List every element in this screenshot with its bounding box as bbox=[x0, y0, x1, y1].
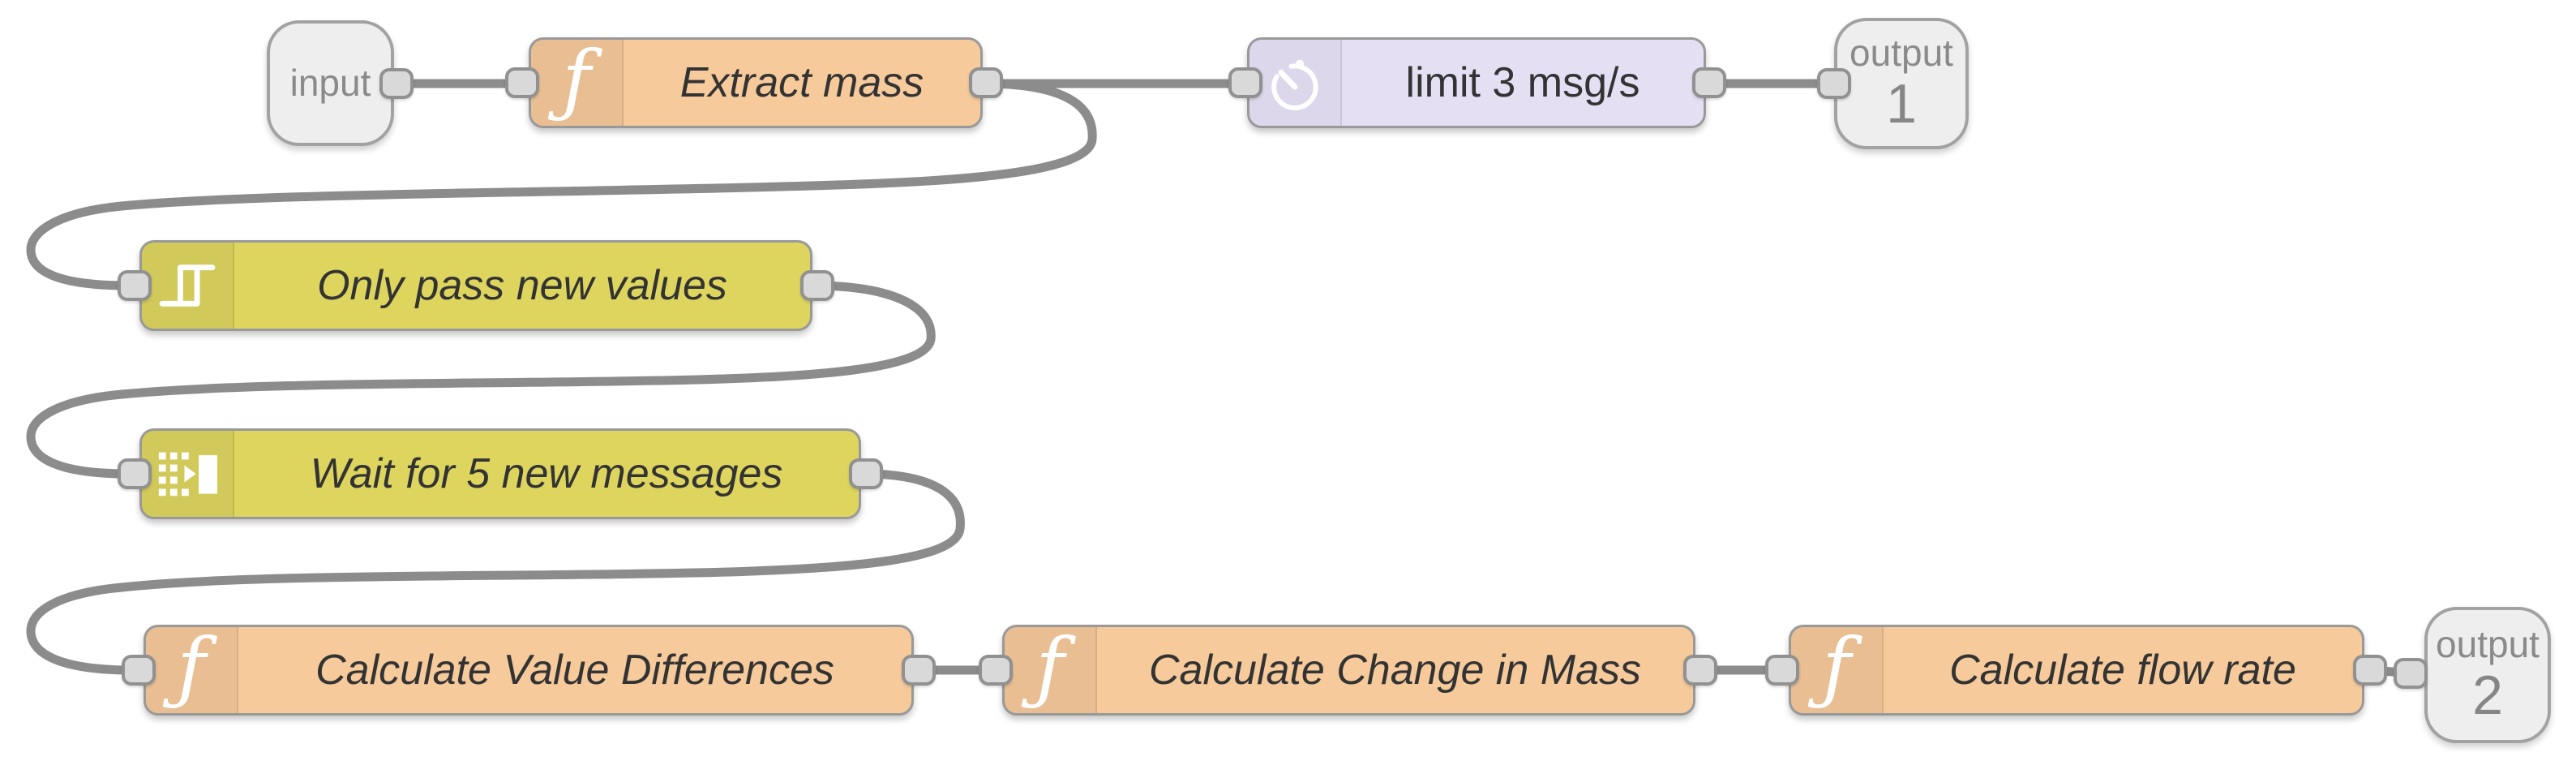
input-port-wait-5[interactable] bbox=[118, 458, 152, 489]
wire-extract-mass-to-only-pass[interactable] bbox=[26, 79, 1097, 290]
node-calc-change-in-mass[interactable]: ƒ Calculate Change in Mass bbox=[1002, 625, 1695, 716]
subflow-output-2-number: 2 bbox=[2472, 664, 2503, 726]
wire-only-pass-to-wait[interactable] bbox=[26, 281, 936, 479]
function-icon: ƒ bbox=[1005, 627, 1097, 713]
subflow-output-1-label: output bbox=[1849, 32, 1953, 75]
node-subflow-input[interactable]: input bbox=[267, 20, 394, 146]
output-port-only-pass[interactable] bbox=[800, 270, 834, 301]
input-port-output-2[interactable] bbox=[2394, 658, 2428, 689]
function-icon: ƒ bbox=[1791, 627, 1884, 713]
node-only-pass-new-values[interactable]: Only pass new values bbox=[139, 240, 812, 331]
subflow-output-1-number: 1 bbox=[1886, 72, 1917, 135]
node-subflow-output-2[interactable]: output 2 bbox=[2424, 607, 2551, 743]
output-port-extract-mass[interactable] bbox=[969, 67, 1003, 98]
input-port-output-1[interactable] bbox=[1817, 68, 1851, 99]
node-label-calc-flow-rate: Calculate flow rate bbox=[1949, 647, 2296, 694]
batch-icon bbox=[142, 431, 234, 517]
output-port-limit-rate[interactable] bbox=[1692, 67, 1726, 98]
output-port-subflow-input[interactable] bbox=[379, 68, 414, 99]
node-label-extract-mass: Extract mass bbox=[679, 59, 924, 106]
output-port-wait-5[interactable] bbox=[849, 458, 883, 489]
input-port-calc-flow-rate[interactable] bbox=[1765, 655, 1799, 686]
node-calc-flow-rate[interactable]: ƒ Calculate flow rate bbox=[1789, 625, 2364, 716]
node-calc-value-differences[interactable]: ƒ Calculate Value Differences bbox=[144, 625, 914, 716]
input-port-calc-change-mass[interactable] bbox=[979, 655, 1013, 686]
node-label-only-pass-new-values: Only pass new values bbox=[317, 262, 727, 309]
node-wait-5-messages[interactable]: Wait for 5 new messages bbox=[139, 428, 861, 519]
node-label-wait-5-messages: Wait for 5 new messages bbox=[310, 450, 783, 497]
node-label-calc-value-differences: Calculate Value Differences bbox=[315, 647, 834, 694]
input-port-calc-value-diff[interactable] bbox=[122, 655, 156, 686]
wire-wait-to-calc-value-diff[interactable] bbox=[26, 469, 965, 675]
timer-icon bbox=[1249, 40, 1342, 126]
node-subflow-output-1[interactable]: output 1 bbox=[1834, 18, 1969, 149]
input-port-limit-rate[interactable] bbox=[1228, 67, 1262, 98]
function-icon: ƒ bbox=[146, 627, 238, 713]
output-port-calc-flow-rate[interactable] bbox=[2353, 655, 2387, 686]
output-port-calc-value-diff[interactable] bbox=[902, 655, 936, 686]
input-port-only-pass[interactable] bbox=[118, 270, 152, 301]
output-port-calc-change-mass[interactable] bbox=[1683, 655, 1717, 686]
node-extract-mass[interactable]: ƒ Extract mass bbox=[529, 37, 983, 128]
step-filter-icon bbox=[142, 243, 234, 329]
node-label-limit-rate: limit 3 msg/s bbox=[1405, 59, 1640, 106]
subflow-output-2-label: output bbox=[2436, 623, 2540, 666]
function-icon: ƒ bbox=[531, 40, 624, 126]
node-limit-rate[interactable]: limit 3 msg/s bbox=[1247, 37, 1706, 128]
input-port-extract-mass[interactable] bbox=[505, 67, 539, 98]
node-label-calc-change-in-mass: Calculate Change in Mass bbox=[1149, 647, 1641, 694]
subflow-input-label: input bbox=[289, 62, 371, 105]
